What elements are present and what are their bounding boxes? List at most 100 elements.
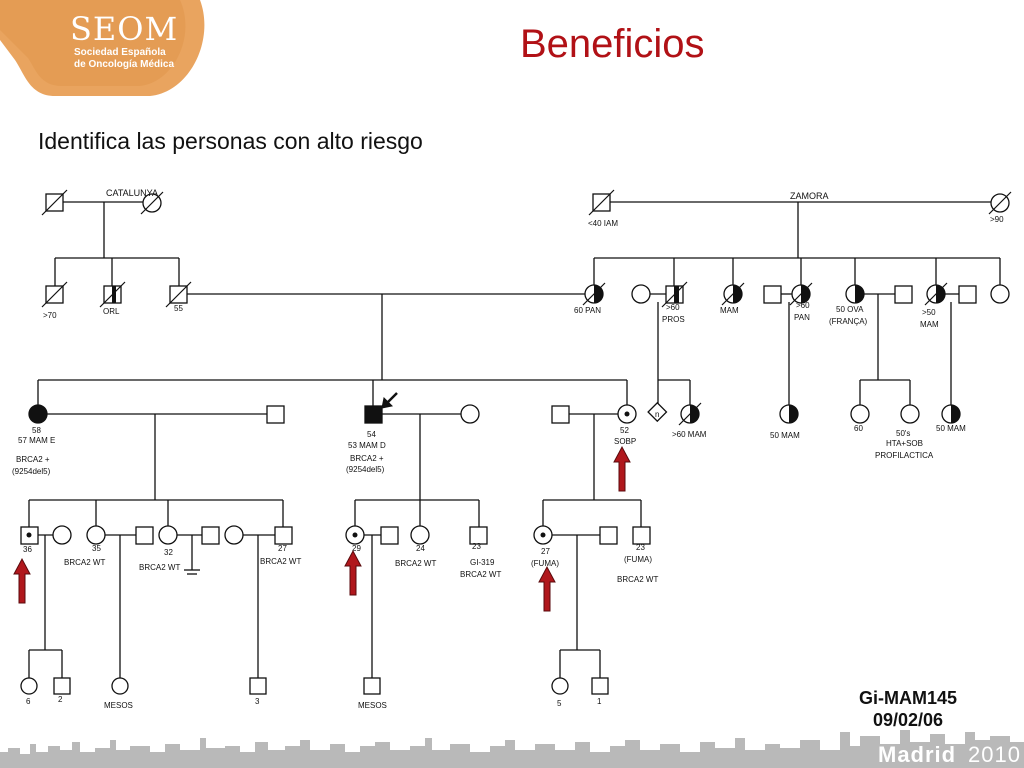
label: 54 bbox=[367, 430, 376, 439]
label: MESOS bbox=[358, 701, 387, 710]
individual-male-3 bbox=[249, 677, 267, 695]
individual-female bbox=[52, 525, 72, 545]
pedigree-lines bbox=[28, 201, 1001, 678]
red-arrow-up bbox=[13, 557, 31, 604]
individual-unknown-sex bbox=[647, 401, 668, 423]
footer-city: Madrid bbox=[878, 742, 957, 767]
label: BRCA2 WT bbox=[395, 559, 436, 568]
logo-name: SEOM bbox=[70, 10, 179, 48]
label: 50 OVA bbox=[836, 305, 864, 314]
label: BRCA2 WT bbox=[617, 575, 658, 584]
label: (9254del5) bbox=[346, 465, 385, 474]
label: 60 bbox=[854, 424, 863, 433]
red-arrow-up bbox=[344, 549, 362, 596]
label: GI-319 bbox=[470, 558, 495, 567]
logo-subtitle-line1: Sociedad Española bbox=[74, 47, 166, 58]
individual-male bbox=[958, 285, 977, 304]
label: 50 MAM bbox=[936, 424, 966, 433]
label: 24 bbox=[416, 544, 425, 553]
individual-female bbox=[990, 284, 1010, 304]
family-catalunya: CATALUNYA bbox=[106, 188, 158, 198]
high-risk-arrows bbox=[13, 445, 631, 612]
individual-male bbox=[201, 526, 220, 545]
individual-female-5 bbox=[551, 677, 569, 695]
individual-female-24 bbox=[410, 525, 430, 545]
individual-female bbox=[460, 404, 480, 424]
label: >70 bbox=[43, 311, 57, 320]
label: 60 PAN bbox=[574, 306, 601, 315]
individual-female bbox=[224, 525, 244, 545]
label: 57 MAM E bbox=[18, 436, 55, 445]
label: 23 bbox=[636, 543, 645, 552]
label: 27 bbox=[541, 547, 550, 556]
label: >60 bbox=[666, 303, 680, 312]
label: 3 bbox=[255, 697, 260, 706]
skyline-shape bbox=[0, 730, 1024, 768]
label: HTA+SOB bbox=[886, 439, 923, 448]
seom-logo: SEOM Sociedad Española de Oncología Médi… bbox=[0, 0, 205, 100]
red-arrow-up bbox=[613, 445, 631, 492]
individual-male bbox=[266, 405, 285, 424]
label: PAN bbox=[794, 313, 810, 322]
label: PROS bbox=[662, 315, 685, 324]
logo-subtitle-line2: de Oncología Médica bbox=[74, 59, 175, 70]
proband-arrow bbox=[381, 392, 398, 409]
label: >60 bbox=[796, 301, 810, 310]
label: MAM bbox=[920, 320, 939, 329]
individual-female-6 bbox=[20, 677, 38, 695]
label: 35 bbox=[92, 544, 101, 553]
label: BRCA2 WT bbox=[460, 570, 501, 579]
footer-year: 2010 bbox=[968, 742, 1021, 767]
deceased-slashes bbox=[41, 189, 1012, 426]
individual-male bbox=[763, 285, 782, 304]
label: 36 bbox=[23, 545, 32, 554]
individual-male-1 bbox=[591, 677, 609, 695]
label: 52 bbox=[620, 426, 629, 435]
label: 2 bbox=[58, 695, 63, 704]
label: 50 MAM bbox=[770, 431, 800, 440]
individual-female-affected-58 bbox=[28, 404, 48, 424]
label: MAM bbox=[720, 306, 739, 315]
individual-male bbox=[551, 405, 570, 424]
individual-female-32 bbox=[158, 525, 178, 545]
individual-male-23 bbox=[632, 526, 651, 545]
individual-male-27 bbox=[274, 526, 293, 545]
reference-date: 09/02/06 bbox=[872, 710, 944, 730]
label: SOBP bbox=[614, 437, 636, 446]
label: 27 bbox=[278, 544, 287, 553]
label: MESOS bbox=[104, 701, 133, 710]
individual-female bbox=[631, 284, 651, 304]
label: 58 bbox=[32, 426, 41, 435]
label: 53 MAM D bbox=[348, 441, 386, 450]
affected-markers bbox=[26, 285, 960, 538]
label: >50 bbox=[922, 308, 936, 317]
individual-female-mesos bbox=[111, 677, 129, 695]
label: 50's bbox=[896, 429, 910, 438]
individual-male bbox=[599, 526, 618, 545]
label: (FUMA) bbox=[531, 559, 559, 568]
logo-subtitle: Sociedad Española de Oncología Médica bbox=[74, 47, 174, 71]
label: >60 MAM bbox=[672, 430, 707, 439]
label: >90 bbox=[990, 215, 1004, 224]
individual-female bbox=[850, 404, 870, 424]
pedigree-individuals bbox=[20, 193, 1010, 695]
label: BRCA2 WT bbox=[260, 557, 301, 566]
label: 5 bbox=[557, 699, 562, 708]
family-zamora: ZAMORA bbox=[790, 191, 829, 201]
individual-male-2 bbox=[53, 677, 71, 695]
individual-male bbox=[380, 526, 399, 545]
page-title: Beneficios bbox=[520, 22, 705, 66]
label: PROFILACTICA bbox=[875, 451, 934, 460]
individual-female-35 bbox=[86, 525, 106, 545]
label: (FUMA) bbox=[624, 555, 652, 564]
red-arrow-up bbox=[538, 565, 556, 612]
label: (FRANÇA) bbox=[829, 317, 868, 326]
label: 29 bbox=[352, 544, 361, 553]
label: 6 bbox=[26, 697, 31, 706]
label: 1 bbox=[597, 697, 602, 706]
reference-block: Gi-MAM145 09/02/06 bbox=[843, 687, 973, 731]
page-subtitle: Identifica las personas con alto riesgo bbox=[38, 128, 423, 154]
footer-skyline bbox=[0, 730, 1024, 768]
pedigree-labels: CATALUNYA ZAMORA >70 ORL 55 <40 IAM >90 … bbox=[12, 188, 1004, 710]
